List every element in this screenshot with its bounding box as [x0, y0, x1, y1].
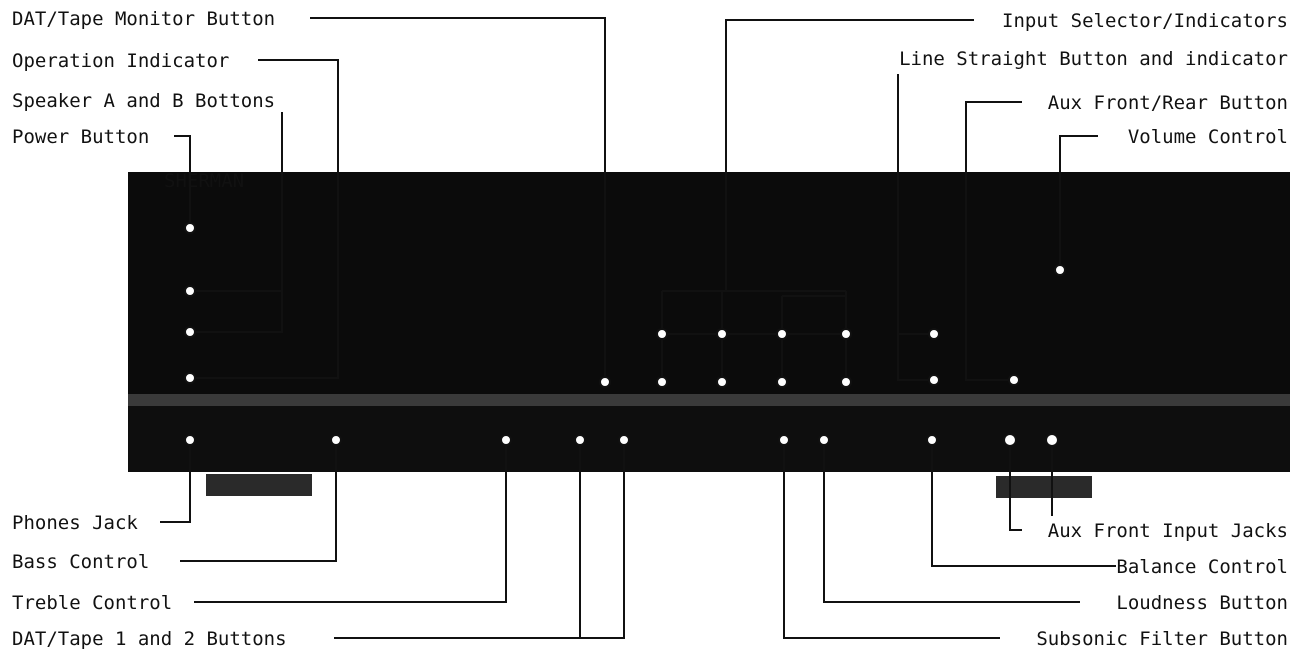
label-input-selector: Input Selector/Indicators: [1002, 10, 1288, 32]
label-aux-front-input-jacks: Aux Front Input Jacks: [1048, 520, 1288, 542]
aux-front-input-jack-r-dot: [1045, 433, 1059, 447]
upper-panel: [128, 172, 1290, 394]
label-loudness-button: Loudness Button: [1116, 592, 1288, 614]
power-button-dot: [184, 222, 196, 234]
phones-jack-dot: [184, 434, 196, 446]
label-line-straight: Line Straight Button and indicator: [899, 48, 1288, 70]
input-3-button-dot: [776, 376, 788, 388]
brand-logo: SHERMAN: [164, 170, 244, 192]
loudness-dot: [818, 434, 830, 446]
lower-panel: [128, 406, 1290, 472]
input-1-button-dot: [656, 376, 668, 388]
subsonic-filter-dot: [778, 434, 790, 446]
input-1-indicator-dot: [656, 328, 668, 340]
speaker-b-dot: [184, 326, 196, 338]
line-straight-button-dot: [928, 374, 940, 386]
line-straight-indicator-dot: [928, 328, 940, 340]
label-power-button: Power Button: [12, 126, 149, 148]
label-operation-indicator: Operation Indicator: [12, 50, 229, 72]
input-4-indicator-dot: [840, 328, 852, 340]
label-phones-jack: Phones Jack: [12, 512, 138, 534]
input-3-indicator-dot: [776, 328, 788, 340]
operation-indicator-dot: [184, 372, 196, 384]
label-subsonic-filter: Subsonic Filter Button: [1036, 628, 1288, 650]
right-foot: [996, 476, 1092, 498]
speaker-a-dot: [184, 285, 196, 297]
aux-front-input-jack-l-dot: [1003, 433, 1017, 447]
label-balance-control: Balance Control: [1116, 556, 1288, 578]
label-volume-control: Volume Control: [1128, 126, 1288, 148]
volume-control-dot: [1054, 264, 1066, 276]
input-2-button-dot: [716, 376, 728, 388]
amplifier-body: SHERMAN: [128, 170, 1290, 498]
panel-divider: [128, 394, 1290, 406]
label-speaker-ab: Speaker A and B Bottons: [12, 90, 275, 112]
label-dat-tape-monitor: DAT/Tape Monitor Button: [12, 8, 275, 30]
balance-control-dot: [926, 434, 938, 446]
dat-tape-1-dot: [574, 434, 586, 446]
treble-control-dot: [500, 434, 512, 446]
label-treble-control: Treble Control: [12, 592, 172, 614]
dat-tape-2-dot: [618, 434, 630, 446]
label-dat-tape-1-2: DAT/Tape 1 and 2 Buttons: [12, 628, 287, 650]
label-aux-front-rear: Aux Front/Rear Button: [1048, 92, 1288, 114]
input-2-indicator-dot: [716, 328, 728, 340]
left-foot: [206, 474, 312, 496]
aux-front-rear-dot: [1008, 374, 1020, 386]
callout-labels: DAT/Tape Monitor Button Operation Indica…: [12, 8, 1288, 650]
callout-lines: [160, 17, 1116, 639]
input-4-button-dot: [840, 376, 852, 388]
label-bass-control: Bass Control: [12, 551, 149, 573]
bass-control-dot: [330, 434, 342, 446]
callout-dots: [184, 222, 1066, 447]
dat-tape-monitor-dot: [599, 376, 611, 388]
